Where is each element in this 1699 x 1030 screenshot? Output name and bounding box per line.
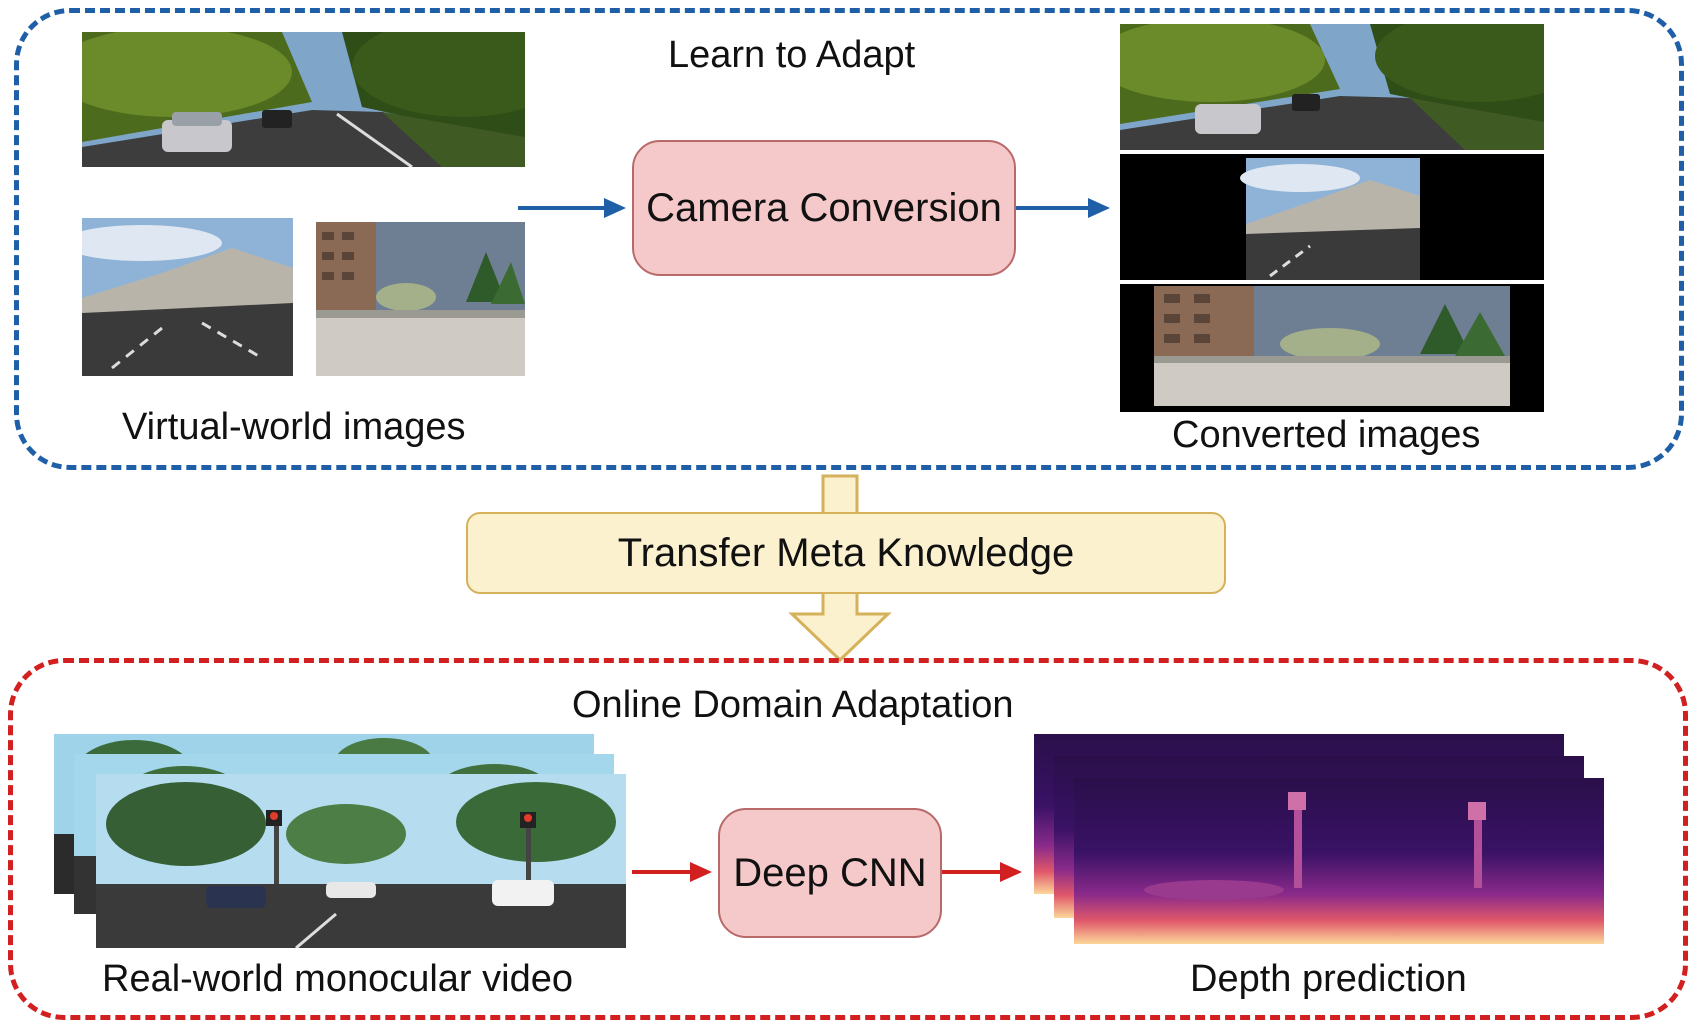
virtual-image-hill-road (82, 218, 293, 376)
arrow-to-deep-cnn (632, 862, 712, 882)
online-domain-adaptation-region (8, 658, 1688, 1020)
converted-images-label: Converted images (1172, 414, 1481, 456)
real-world-video-label: Real-world monocular video (102, 958, 573, 1000)
virtual-image-forest-road (82, 32, 525, 167)
converted-image-city-street (1120, 284, 1544, 412)
arrow-to-depth-prediction (942, 862, 1022, 882)
arrow-to-converted-images (1016, 198, 1110, 218)
transfer-meta-knowledge-box: Transfer Meta Knowledge (466, 512, 1226, 594)
deep-cnn-box: Deep CNN (718, 808, 942, 938)
depth-prediction-label: Depth prediction (1190, 958, 1467, 1000)
converted-image-hill-road (1120, 154, 1544, 280)
converted-image-forest-road (1120, 24, 1544, 150)
virtual-world-images-label: Virtual-world images (122, 406, 466, 448)
arrow-to-camera-conversion (518, 198, 626, 218)
learn-to-adapt-region (14, 8, 1684, 470)
learn-to-adapt-title: Learn to Adapt (668, 34, 916, 76)
depth-frame-front (1074, 778, 1604, 944)
online-domain-adaptation-title: Online Domain Adaptation (572, 684, 1014, 726)
video-frame-front (96, 774, 626, 948)
camera-conversion-box: Camera Conversion (632, 140, 1016, 276)
virtual-image-city-street (316, 222, 525, 376)
